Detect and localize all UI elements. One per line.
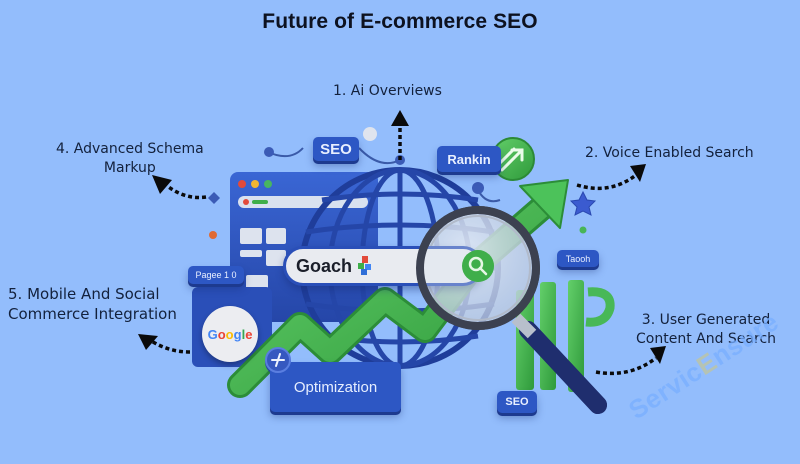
google-letter: e [245,326,253,342]
page-title: Future of E-commerce SEO [262,10,538,33]
google-letter: l [241,326,246,342]
trend-line: Content And Search [636,331,777,347]
google-letter: g [233,326,242,342]
trend-line: 3. User Generated [641,312,771,328]
optimization-chip: Optimization [270,362,401,412]
arrow-voice-search [576,173,638,191]
trend-line: Markup [103,160,156,176]
trend-mobile-social: 5. Mobile And Social Commerce Integratio… [8,284,177,324]
star-icon [569,190,597,216]
tag-chip: Taooh [557,250,599,267]
trend-user-generated-content: 3. User Generated Content And Search [636,311,776,349]
page-chip: Pagee 1 0 [188,266,244,284]
arrow-schema-markup [164,183,207,200]
google-letter: o [225,326,234,342]
trend-line: 4. Advanced Schema [56,141,204,157]
seo-chip-bottom: SEO [497,391,537,413]
ranking-arrow-icon [491,137,535,181]
ranking-chip: Rankin [437,146,501,172]
trend-voice-search: 2. Voice Enabled Search [585,145,754,161]
arrow-ugc [595,356,658,376]
trend-line: 5. Mobile And Social [8,285,160,303]
trend-line: Commerce Integration [8,305,177,323]
trend-ai-overviews: 1. Ai Overviews [333,83,442,99]
arrow-mobile-social [149,338,191,354]
seo-chip-top: SEO [313,137,359,161]
trend-advanced-schema: 4. Advanced Schema Markup [56,140,204,178]
google-letter: o [217,326,226,342]
search-bar: Goach [283,246,483,286]
google-letter: G [207,326,218,342]
search-bar-text: Goach [296,255,353,276]
